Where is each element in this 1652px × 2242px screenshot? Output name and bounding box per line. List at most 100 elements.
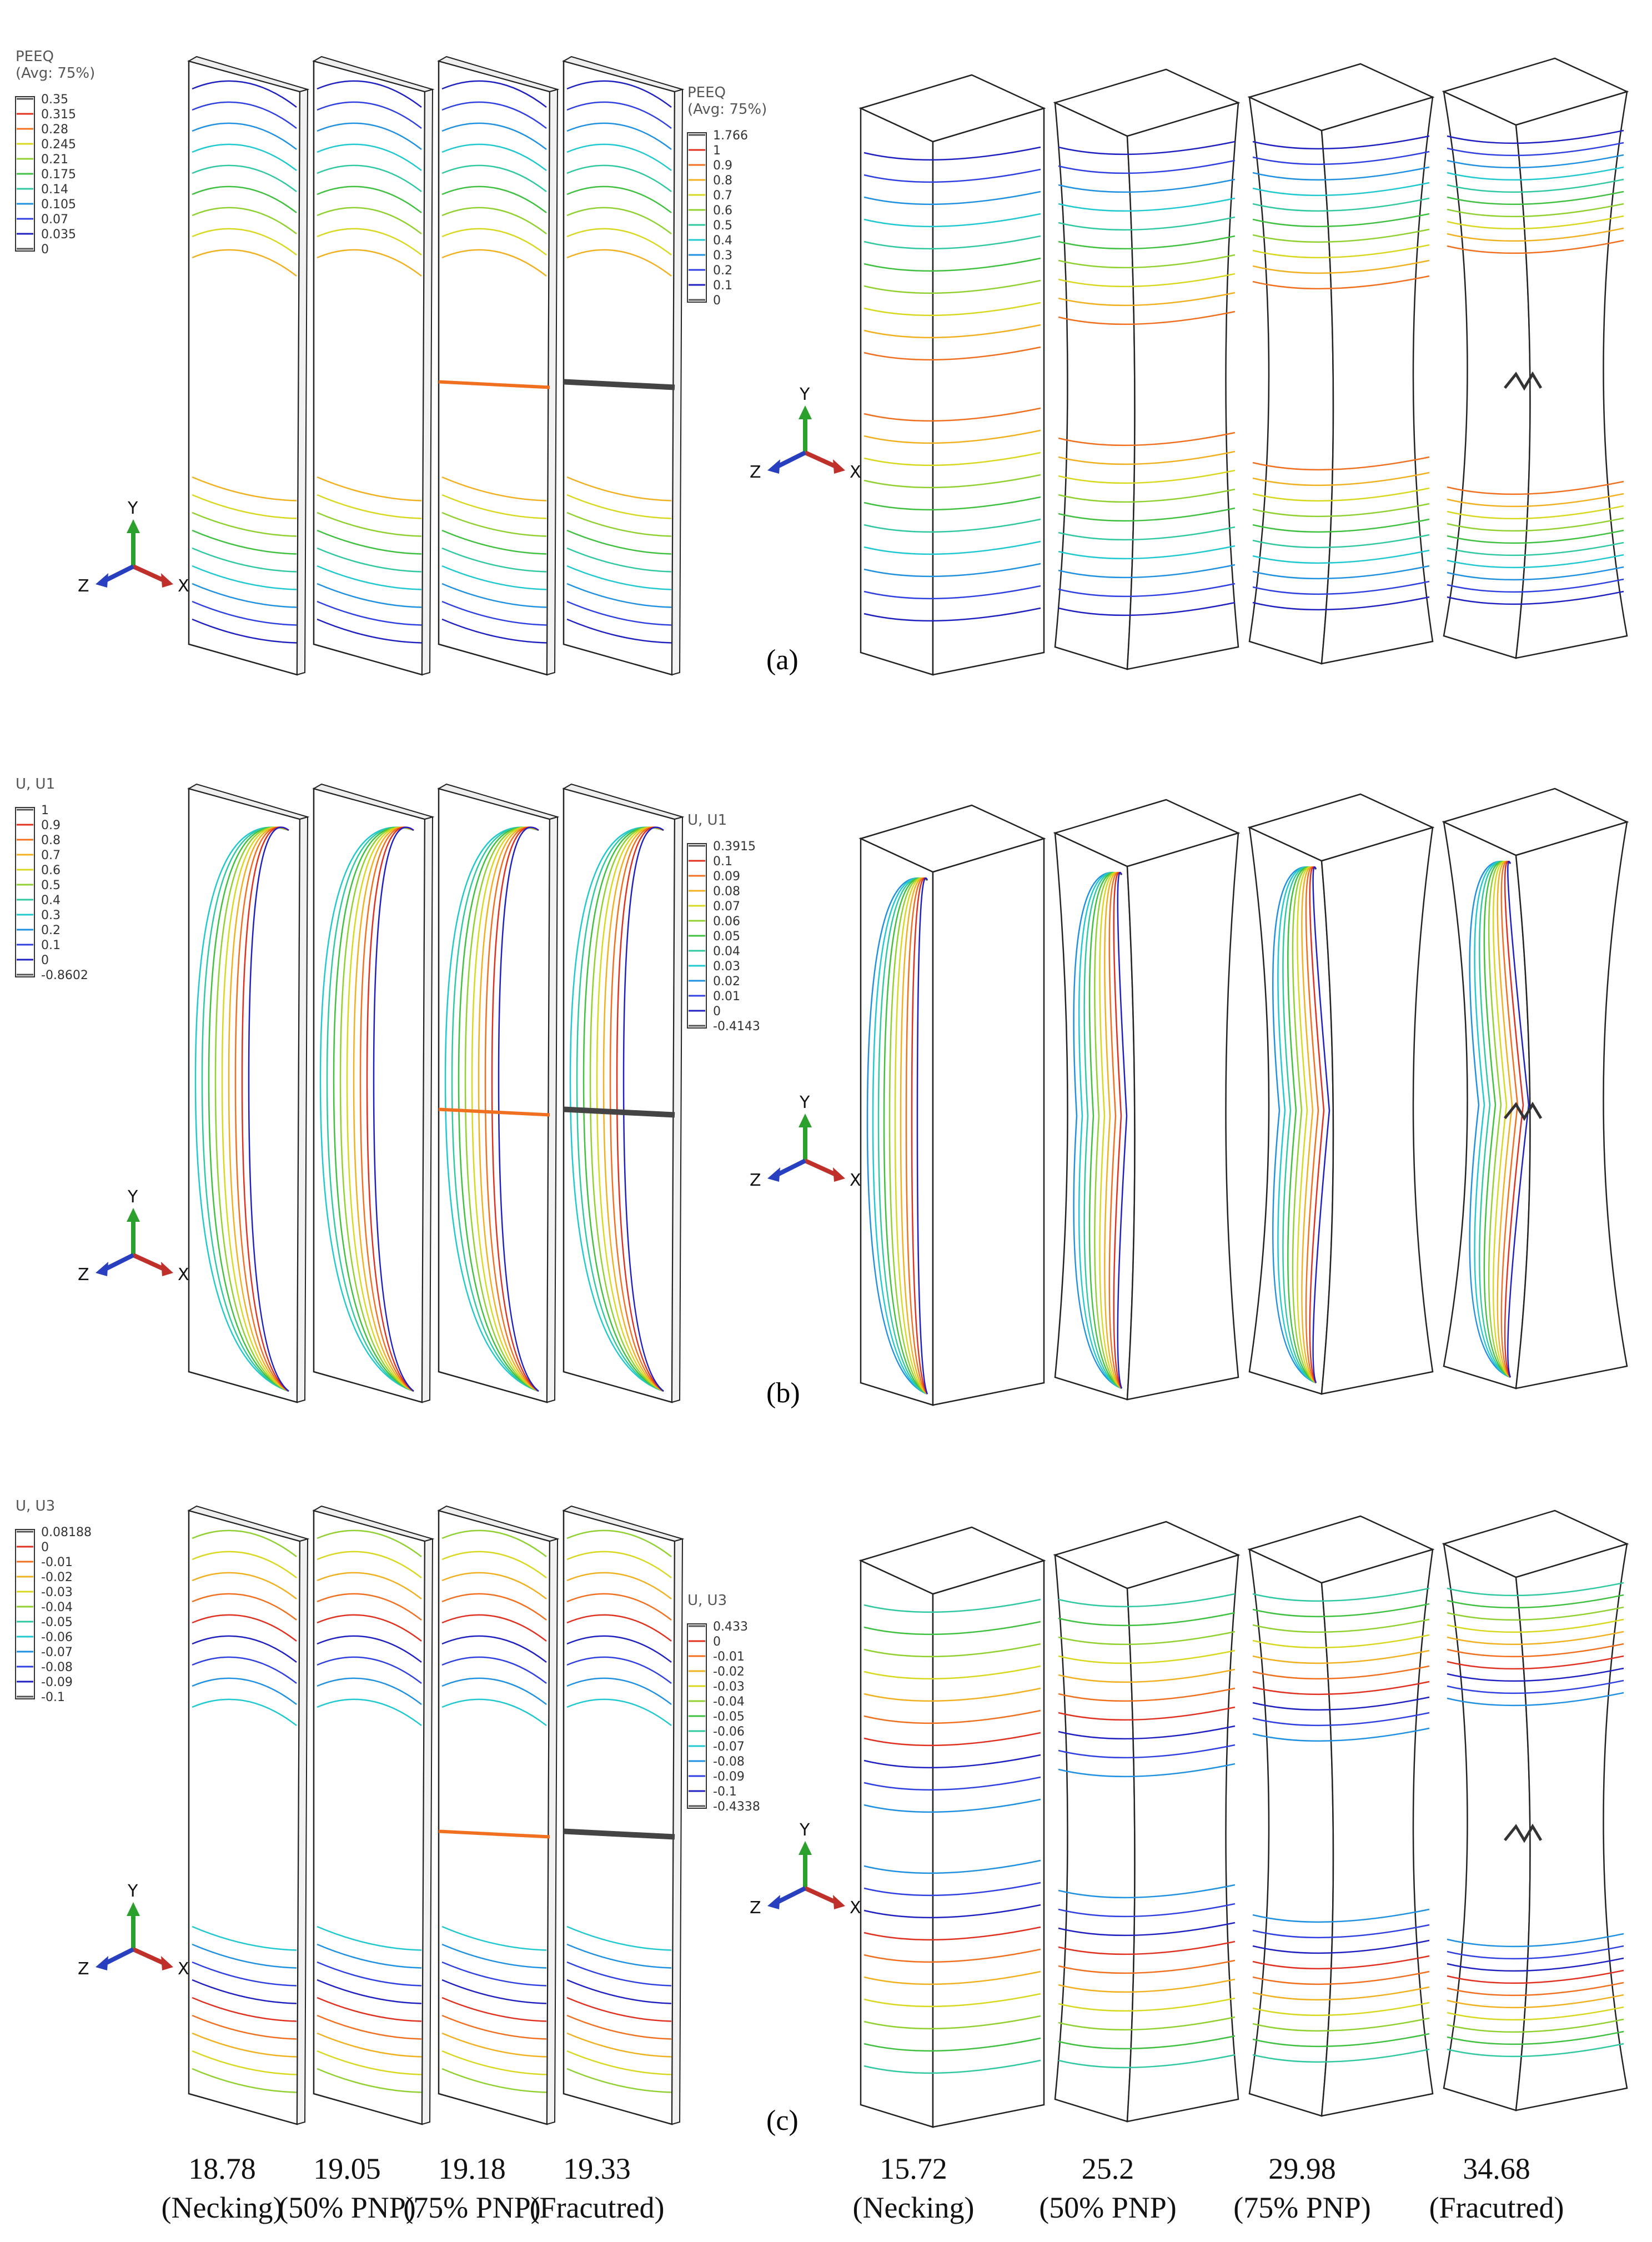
legend-value: 0.4 <box>41 894 61 907</box>
triad-y-label: Y <box>799 1820 810 1840</box>
bottom-label-stage: (75% PNP) <box>403 2191 541 2224</box>
plate-face <box>438 788 551 1403</box>
contour-line <box>317 122 422 150</box>
contour-line <box>1058 1668 1236 1683</box>
contour-line <box>1252 1634 1430 1649</box>
contour-line <box>317 228 422 255</box>
contour-line <box>1447 2018 1624 2033</box>
contour-line <box>1447 1631 1624 1646</box>
crack-band <box>563 1828 675 1840</box>
contour-line <box>1058 1725 1236 1740</box>
legend-left: U, U110.90.80.70.60.50.40.30.20.10-0.860… <box>15 776 88 982</box>
contour-line <box>1058 1959 1236 1974</box>
contour-line <box>317 476 422 501</box>
contour-line <box>566 2068 672 2093</box>
contour-line <box>1497 860 1513 1378</box>
contour-line <box>192 101 297 129</box>
specimen-block <box>1053 799 1241 1401</box>
contour-line <box>1252 213 1430 228</box>
axis-triad: YXZ <box>750 1820 861 1918</box>
contour-line <box>1447 190 1624 205</box>
contour-line <box>1447 578 1624 593</box>
contour-line <box>1252 244 1430 259</box>
contour-line <box>1058 1922 1236 1937</box>
contour-line <box>317 1997 422 2022</box>
contour-line <box>441 185 547 213</box>
triad-x-label: X <box>178 1959 189 1979</box>
contour-line <box>317 2032 422 2058</box>
legend-value: -0.07 <box>713 1740 745 1754</box>
contour-line <box>1058 583 1236 598</box>
contour-line <box>192 1635 297 1663</box>
block-face-left <box>860 837 934 1406</box>
contour-line <box>192 1925 297 1951</box>
panel-caption: (c) <box>766 2105 799 2136</box>
contour-line <box>1252 1970 1430 1985</box>
contour-line <box>192 1961 297 1987</box>
contour-line <box>192 1997 297 2022</box>
contour-line <box>319 826 414 1392</box>
contour-line <box>441 1551 547 1578</box>
contour-line <box>566 618 672 644</box>
legend-box <box>15 1529 35 1699</box>
contour-line <box>1058 1884 1236 1899</box>
panel-caption: (a) <box>766 644 799 676</box>
triad-z-label: Z <box>78 1265 89 1285</box>
contour-line <box>192 2014 297 2040</box>
contour-line <box>441 207 547 234</box>
contour-line <box>441 1614 547 1642</box>
contour-line <box>441 122 547 150</box>
legend-value: -0.06 <box>41 1631 73 1644</box>
legend-value: 0 <box>41 1541 49 1554</box>
contour-line <box>464 826 539 1392</box>
triad-z-axis <box>776 450 806 469</box>
bottom-label: 19.33(Fracutred) <box>505 2149 689 2227</box>
contour-line <box>566 1943 672 1969</box>
contour-line <box>317 600 422 626</box>
triad-x-arrow <box>833 1895 845 1909</box>
contour-line <box>1099 871 1122 1390</box>
contour-line <box>471 826 539 1392</box>
contour-line <box>609 826 664 1392</box>
contour-line <box>444 826 539 1392</box>
legend-value: 0.175 <box>41 168 76 182</box>
legend-value: 0.09 <box>713 870 740 884</box>
contour-line <box>1058 2054 1236 2069</box>
contour-line <box>192 476 297 501</box>
plate-top <box>187 56 310 93</box>
block-face-right <box>1320 1548 1434 2117</box>
contour-line <box>863 1926 1041 1941</box>
contour-line <box>317 185 422 213</box>
block-face-left <box>1054 101 1136 670</box>
contour-line <box>1447 1643 1624 1658</box>
contour-line <box>1083 871 1122 1390</box>
contour-line <box>192 2068 297 2093</box>
crack-band <box>438 1107 550 1117</box>
contour-line <box>863 1687 1041 1702</box>
bottom-label: 19.05(50% PNP) <box>255 2149 439 2227</box>
triad-x-label: X <box>178 576 189 596</box>
contour-line <box>441 547 547 573</box>
legend-value: 0.6 <box>713 204 732 218</box>
contour-line <box>1447 2043 1624 2058</box>
legend-box <box>15 807 35 977</box>
contour-line <box>622 826 664 1392</box>
legend-value: 0.245 <box>41 138 76 152</box>
contour-line <box>441 143 547 171</box>
contour-line <box>441 529 547 555</box>
legend-title: U, U1 <box>16 776 55 793</box>
contour-line <box>1252 228 1430 243</box>
contour-line <box>863 496 1041 511</box>
contour-line <box>1252 1986 1430 2001</box>
contour-line <box>1447 1667 1624 1682</box>
contour-line <box>1058 1593 1236 1608</box>
legend-value: 0.1 <box>713 855 732 869</box>
contour-line <box>317 101 422 129</box>
legend-value: 0.04 <box>713 945 740 959</box>
contour-line <box>458 826 539 1392</box>
contour-line <box>863 1970 1041 1985</box>
triad-z-label: Z <box>750 463 761 482</box>
contour-line <box>863 1776 1041 1791</box>
legend-title: PEEQ <box>16 48 54 65</box>
contour-line <box>863 346 1041 361</box>
